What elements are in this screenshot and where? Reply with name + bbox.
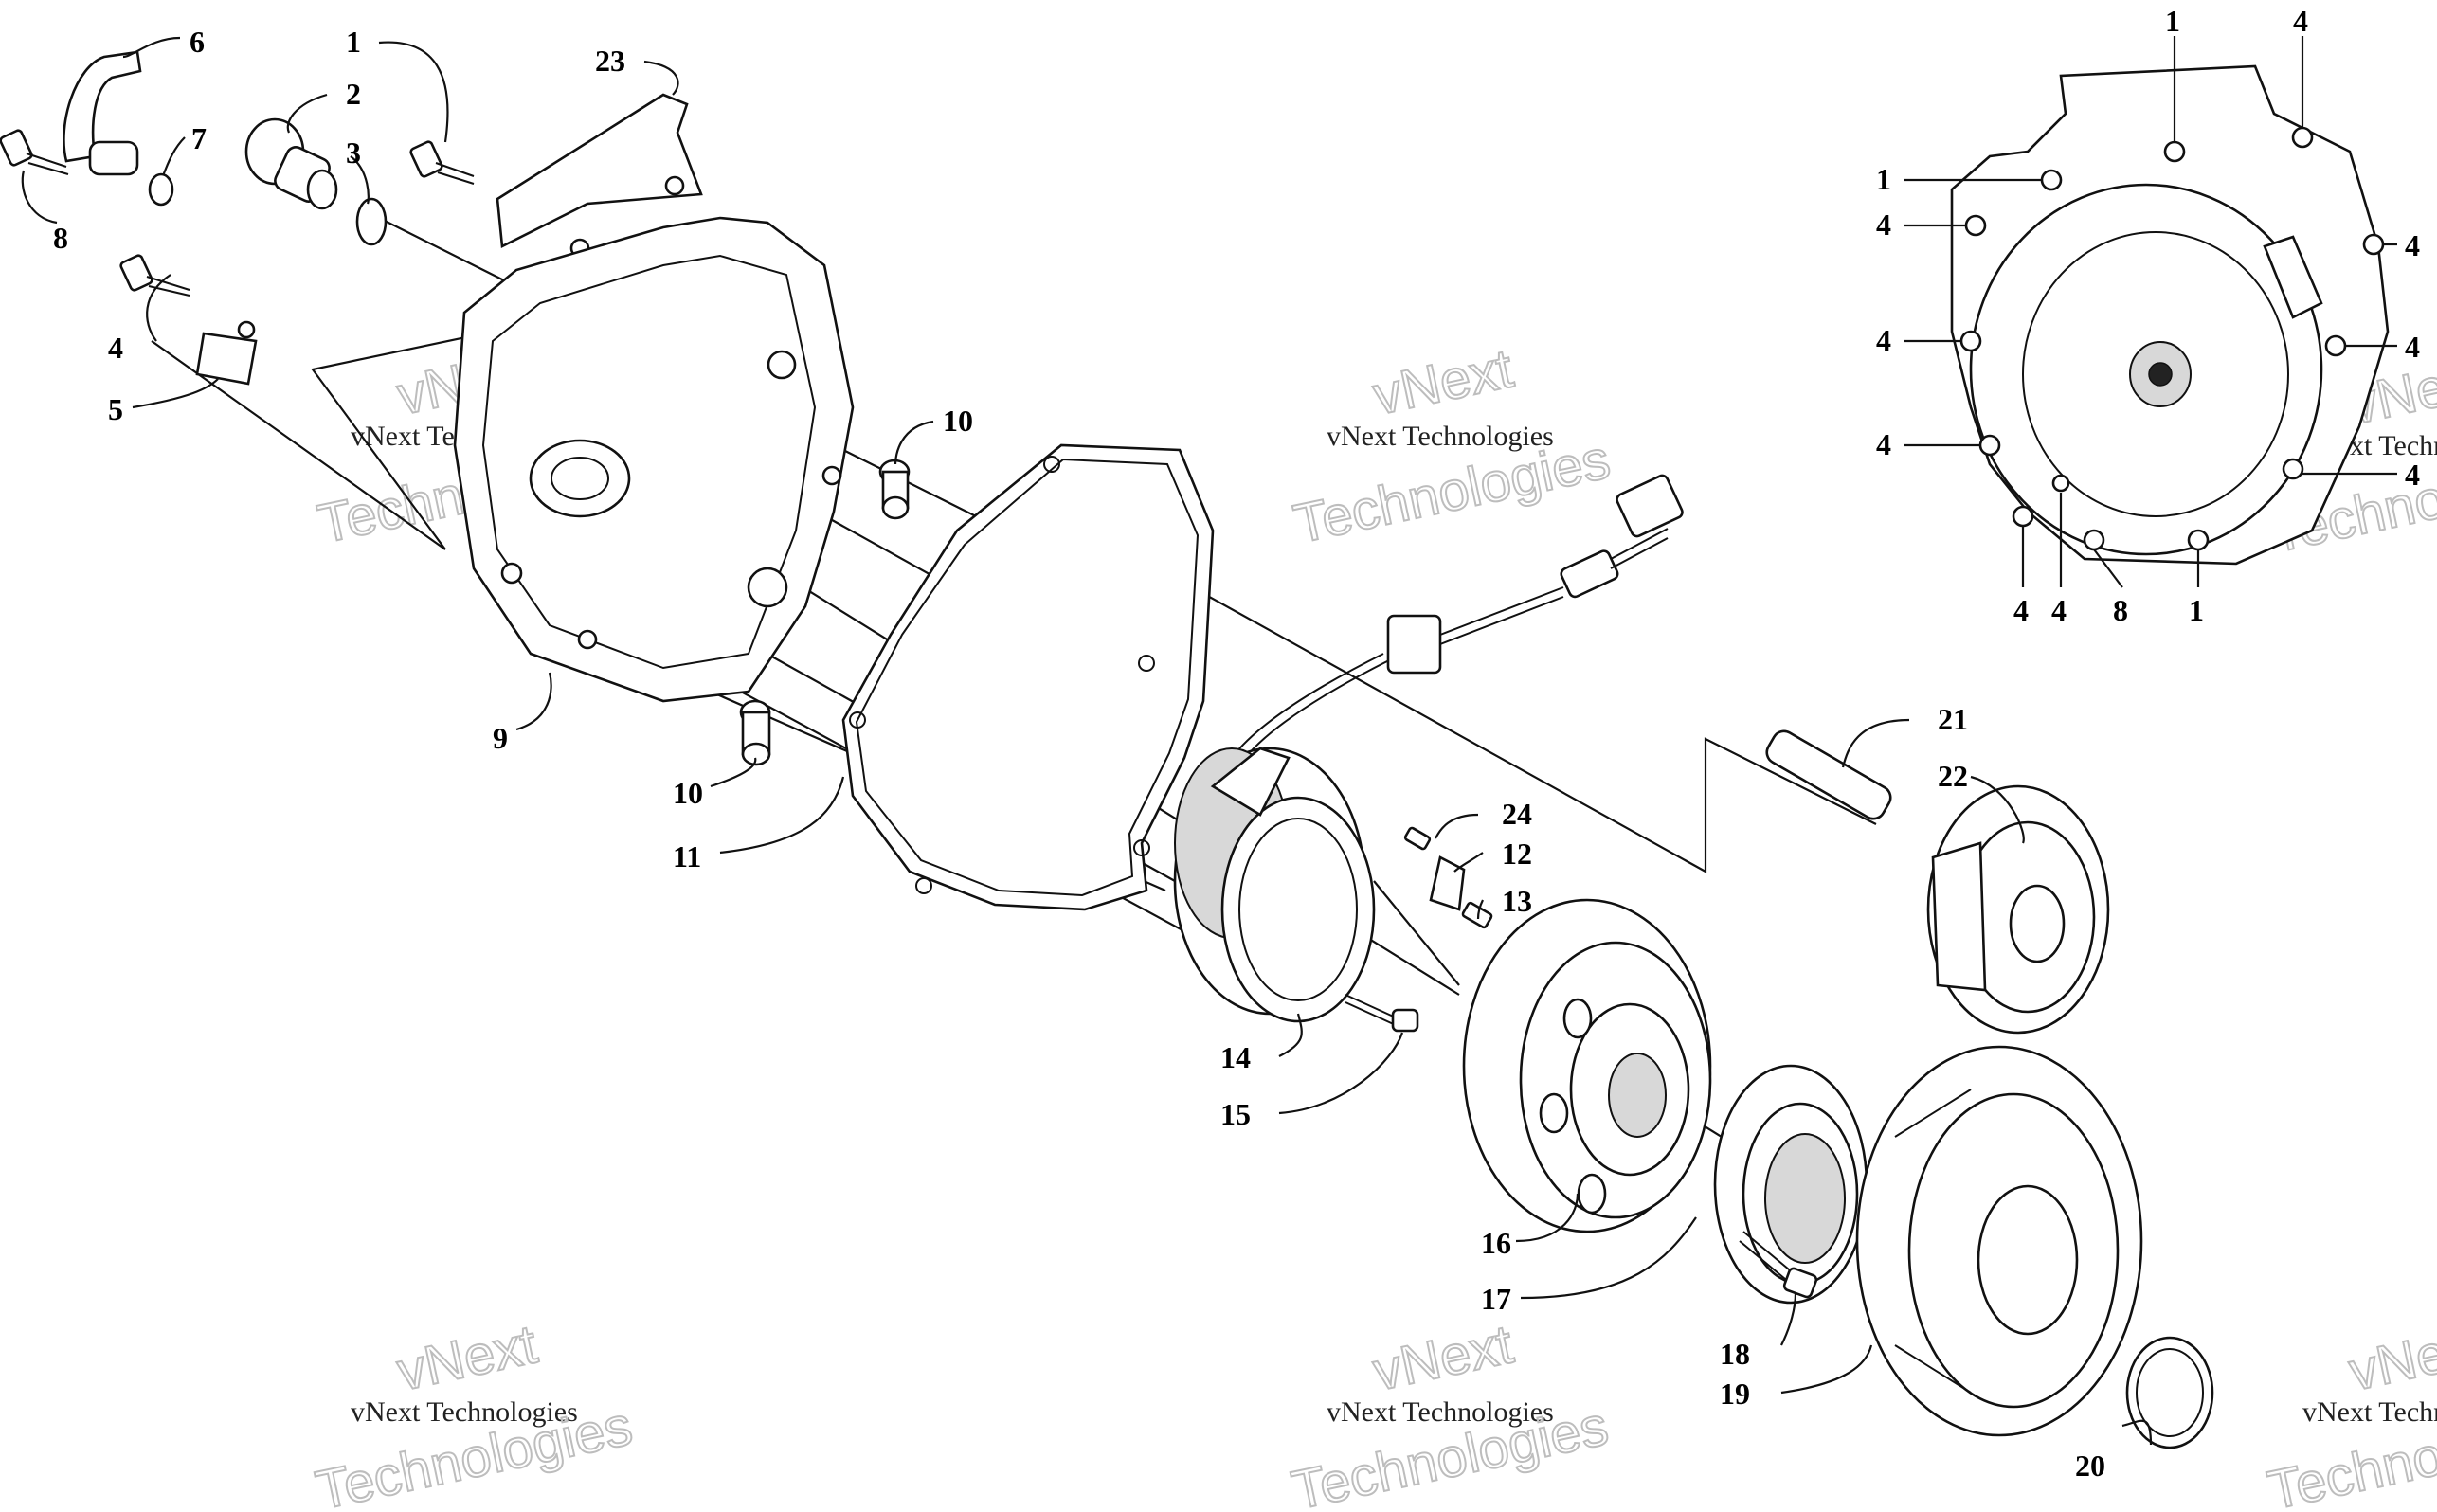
watermark-6: vNext vNext Technologies Technologies bbox=[2262, 1312, 2437, 1512]
callout-12: 12 bbox=[1502, 837, 1532, 871]
callout-9: 9 bbox=[493, 721, 508, 755]
idler-gear-part-22 bbox=[1926, 784, 2110, 1035]
watermark-4: vNext vNext Technologies Technologies bbox=[310, 1312, 639, 1512]
watermark-line1: vNext Technologies bbox=[1327, 421, 1554, 452]
plug-part-2 bbox=[244, 117, 338, 210]
callout-20: 20 bbox=[2075, 1449, 2105, 1483]
assembled-view-inset bbox=[1950, 64, 2390, 566]
oring-part-20 bbox=[2125, 1336, 2214, 1449]
bolt-part-13 bbox=[1461, 901, 1493, 929]
watermark-line1: vNext Technologies bbox=[2302, 1396, 2437, 1428]
callout-22: 22 bbox=[1938, 759, 1968, 793]
watermark-line2: vNext bbox=[1368, 1313, 1519, 1402]
inset-callout-4-right-1: 4 bbox=[2405, 228, 2420, 262]
callout-10-lower: 10 bbox=[673, 776, 703, 810]
inset-callout-4-bottom-1: 4 bbox=[2013, 593, 2029, 627]
inset-callout-1-top: 1 bbox=[2165, 4, 2180, 38]
watermark-2: vNext vNext Technologies Technologies bbox=[1288, 336, 1616, 556]
wire-harness bbox=[1231, 474, 1684, 764]
inset-callout-1-bottom: 1 bbox=[2189, 593, 2204, 627]
oring-part-7 bbox=[148, 172, 174, 207]
callout-8: 8 bbox=[53, 221, 68, 255]
callout-23: 23 bbox=[595, 44, 625, 78]
gasket-part-11 bbox=[841, 443, 1215, 911]
clip-part-5 bbox=[195, 320, 258, 386]
clamp-part-12 bbox=[1429, 855, 1466, 911]
callout-4: 4 bbox=[108, 331, 123, 365]
callout-5: 5 bbox=[108, 392, 123, 426]
inset-callout-4-bottom-2: 8 bbox=[2113, 593, 2128, 627]
callout-labels: 1 2 3 4 5 6 7 8 9 10 10 11 12 13 14 15 1… bbox=[53, 4, 2420, 1483]
callout-19: 19 bbox=[1720, 1377, 1750, 1411]
dowel-part-10-upper bbox=[878, 459, 911, 520]
callout-2: 2 bbox=[346, 77, 361, 111]
stator-cover-part-9 bbox=[453, 216, 855, 703]
watermark-5: vNext vNext Technologies Technologies bbox=[1286, 1312, 1615, 1512]
watermark-line2: vNext bbox=[392, 1313, 543, 1402]
callout-3: 3 bbox=[346, 135, 361, 170]
bolt-part-15 bbox=[1345, 994, 1419, 1033]
callout-11: 11 bbox=[673, 839, 701, 873]
callout-6: 6 bbox=[190, 25, 205, 59]
callout-16: 16 bbox=[1481, 1226, 1511, 1260]
callout-14: 14 bbox=[1220, 1040, 1251, 1074]
inset-callout-4-left-2: 4 bbox=[1876, 323, 1891, 357]
starter-gear-part-19 bbox=[1855, 1045, 2143, 1437]
bolt-part-4 bbox=[119, 254, 190, 297]
inset-callout-1-left: 1 bbox=[1876, 162, 1891, 196]
inset-callout-4-left-1: 4 bbox=[1876, 207, 1891, 242]
inset-callout-4-top: 4 bbox=[2293, 4, 2308, 38]
bolt-part-8 bbox=[0, 129, 69, 175]
watermark-line1: vNext Technologies bbox=[351, 1396, 578, 1428]
starter-clutch-part-17 bbox=[1713, 1064, 1868, 1305]
shaft-part-21 bbox=[1765, 729, 1892, 820]
flywheel-part-16 bbox=[1462, 898, 1712, 1233]
callout-24: 24 bbox=[1502, 797, 1532, 831]
callout-7: 7 bbox=[191, 121, 207, 155]
bolt-part-24 bbox=[1403, 826, 1432, 851]
inset-callout-4-right-2: 4 bbox=[2405, 330, 2420, 364]
oring-part-3 bbox=[355, 197, 388, 246]
bolt-part-1 bbox=[409, 140, 475, 185]
callout-13: 13 bbox=[1502, 884, 1532, 918]
stator-part-14 bbox=[1173, 747, 1376, 1023]
callout-10-upper: 10 bbox=[943, 404, 973, 438]
callout-15: 15 bbox=[1220, 1097, 1251, 1131]
watermark-line2: vNext bbox=[2344, 1313, 2437, 1402]
inset-callout-8: 4 bbox=[2051, 593, 2067, 627]
callout-1: 1 bbox=[346, 25, 361, 59]
bolt-part-18 bbox=[1739, 1231, 1818, 1299]
dowel-part-10-lower bbox=[739, 699, 771, 766]
watermark-line2: vNext bbox=[1368, 337, 1519, 426]
callout-17: 17 bbox=[1481, 1282, 1511, 1316]
inset-callout-4-left-3: 4 bbox=[1876, 427, 1891, 461]
watermark-line1: vNext Technologies bbox=[1327, 1396, 1554, 1428]
inset-callout-4-right-3: 4 bbox=[2405, 458, 2420, 492]
callout-leaders bbox=[21, 36, 2397, 1446]
callout-18: 18 bbox=[1720, 1337, 1750, 1371]
vent-hose-part-6 bbox=[63, 50, 142, 176]
callout-21: 21 bbox=[1938, 702, 1968, 736]
